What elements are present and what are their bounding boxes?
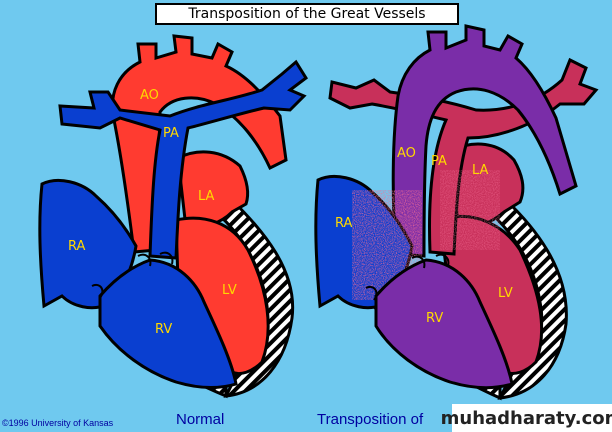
label-pa-tga: PA <box>431 154 447 169</box>
right-ventricle-tga <box>374 258 514 390</box>
label-rv-tga: RV <box>426 311 443 326</box>
watermark: muhadharaty.com <box>441 404 612 432</box>
label-ra: RA <box>68 239 86 254</box>
label-rv: RV <box>155 322 172 337</box>
page-title: Transposition of the Great Vessels <box>155 3 459 25</box>
label-lv-tga: LV <box>498 286 513 301</box>
label-la-tga: LA <box>472 163 489 178</box>
aorta-tga <box>391 24 578 258</box>
label-ao-tga: AO <box>397 146 416 161</box>
label-pa: PA <box>163 126 179 141</box>
caption-transposition: Transposition of <box>317 411 424 428</box>
label-ao: AO <box>140 88 159 103</box>
copyright-text: ©1996 University of Kansas <box>2 418 114 428</box>
normal-heart <box>38 34 309 399</box>
caption-normal: Normal <box>176 411 225 428</box>
label-lv: LV <box>222 283 237 298</box>
pulmonary-artery <box>58 59 309 260</box>
label-ra-tga: RA <box>335 216 353 231</box>
label-la: LA <box>198 189 215 204</box>
transposition-heart <box>314 24 599 401</box>
